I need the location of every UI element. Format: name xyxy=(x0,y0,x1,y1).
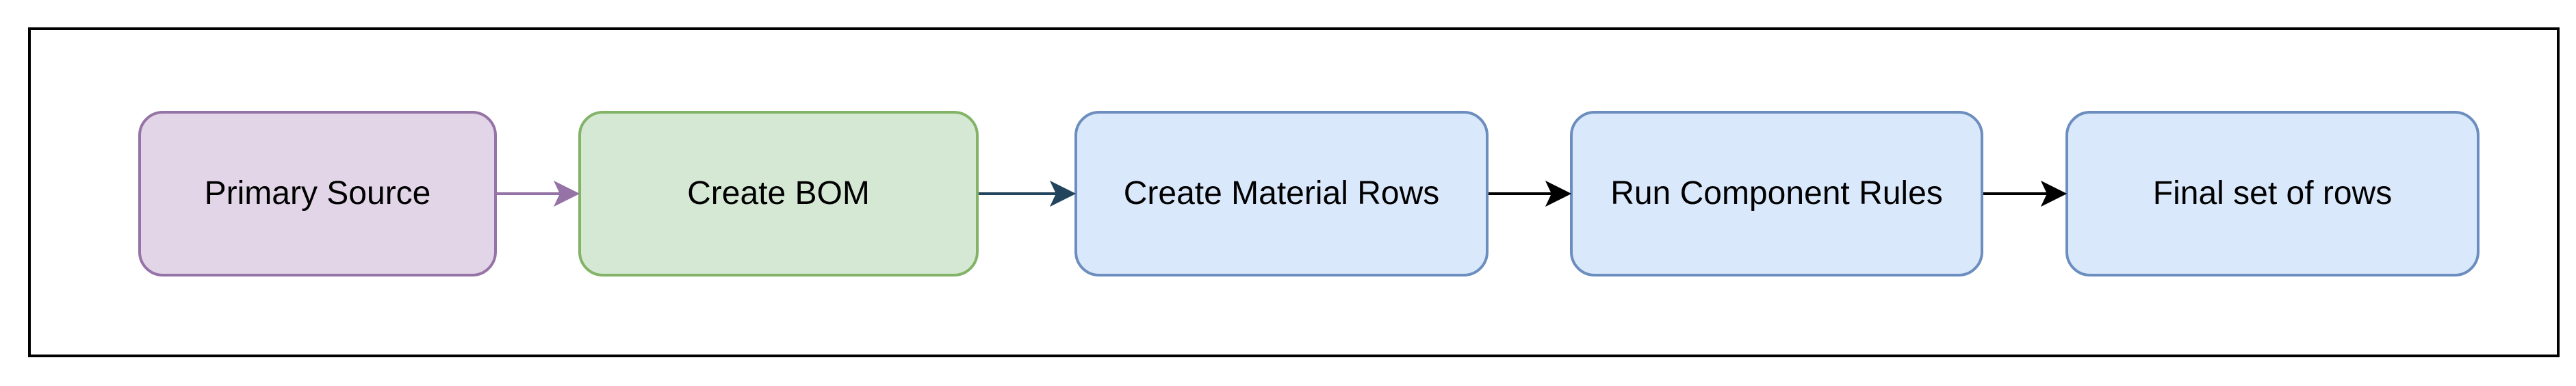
edge-primary-to-bom-arrowhead xyxy=(553,180,580,207)
node-create-bom-label: Create BOM xyxy=(687,175,870,212)
node-final-set-of-rows-label: Final set of rows xyxy=(2152,175,2393,212)
edge-rules-to-final-arrowhead xyxy=(2040,180,2068,207)
node-run-component-rules-label: Run Component Rules xyxy=(1610,175,1943,212)
edge-material-to-rules[interactable] xyxy=(1489,180,1572,207)
edge-primary-to-bom[interactable] xyxy=(497,180,580,207)
edge-rules-to-final[interactable] xyxy=(1983,180,2068,207)
node-primary-source[interactable]: Primary Source xyxy=(138,111,497,276)
node-create-bom[interactable]: Create BOM xyxy=(578,111,979,276)
node-primary-source-label: Primary Source xyxy=(204,175,431,212)
node-create-material-rows[interactable]: Create Material Rows xyxy=(1074,111,1489,276)
edge-bom-to-material-arrowhead xyxy=(1049,180,1077,207)
node-run-component-rules[interactable]: Run Component Rules xyxy=(1570,111,1983,276)
node-final-set-of-rows[interactable]: Final set of rows xyxy=(2065,111,2480,276)
node-create-material-rows-label: Create Material Rows xyxy=(1123,175,1440,212)
edge-bom-to-material[interactable] xyxy=(979,180,1077,207)
edge-material-to-rules-arrowhead xyxy=(1545,180,1572,207)
